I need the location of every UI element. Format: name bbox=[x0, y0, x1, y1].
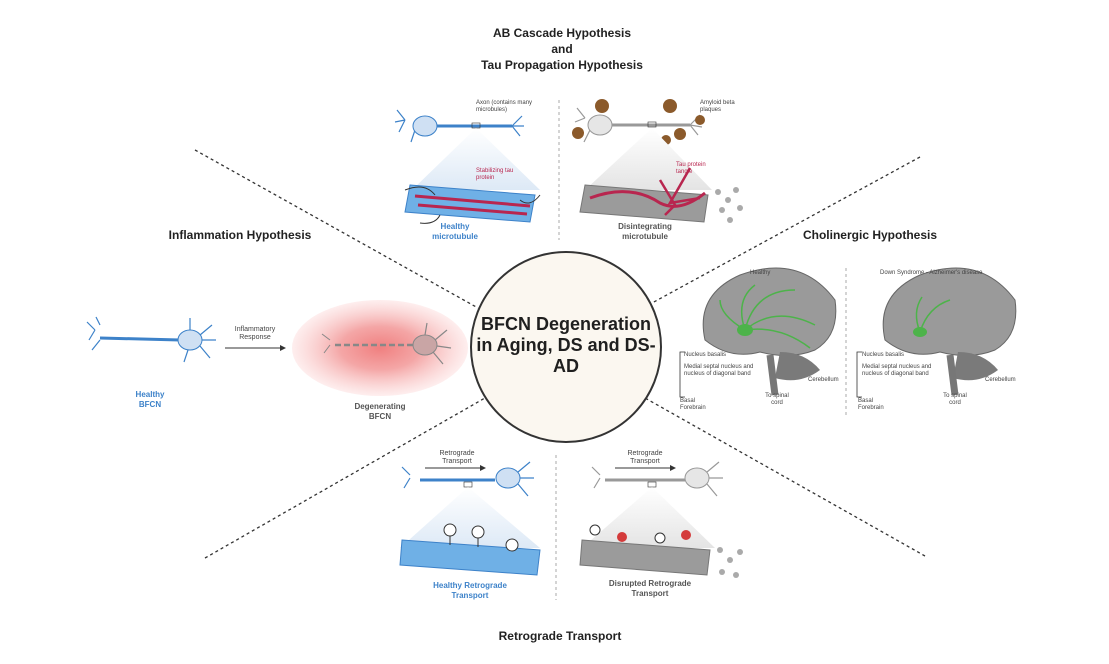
spinal-cord-label: To spinal cord bbox=[765, 393, 789, 406]
healthy-bfcn-caption: Healthy BFCN bbox=[135, 390, 165, 409]
divider-top-right bbox=[651, 156, 921, 304]
healthy-transport-microtubule bbox=[399, 523, 541, 576]
disintegrating-microtubule bbox=[579, 167, 743, 223]
degenerating-bfcn-neuron bbox=[321, 322, 452, 365]
retrograde-right-label: Retrograde Transport bbox=[627, 450, 663, 465]
healthy-microtubule bbox=[404, 184, 541, 224]
retrograde-left-label: Retrograde Transport bbox=[439, 450, 475, 465]
divider-top-left bbox=[194, 149, 479, 309]
ds-basal-forebrain-label: Basal Forebrain bbox=[858, 398, 884, 411]
tau-tangle-label: Tau protein tangle bbox=[676, 162, 706, 175]
zoom-cone-transport-healthy bbox=[400, 487, 540, 548]
amyloid-label: Amyloid beta plaques bbox=[700, 100, 735, 113]
degenerating-bfcn-caption: Degenerating BFCN bbox=[354, 402, 406, 421]
ds-ad-brain bbox=[882, 267, 1017, 396]
zoom-cone-diseased bbox=[585, 128, 712, 190]
disrupted-transport-neuron bbox=[591, 461, 723, 497]
disrupted-transport-microtubule bbox=[579, 524, 743, 578]
top-title-line2: and bbox=[551, 42, 573, 56]
disintegrating-microtubule-caption: Disintegrating microtubule bbox=[618, 222, 672, 241]
nucleus-basalis-label: Nucleus basalis bbox=[684, 352, 727, 358]
ds-cerebellum-label: Cerebellum bbox=[985, 377, 1016, 383]
right-section-title: Cholinergic Hypothesis bbox=[802, 228, 938, 242]
left-section-title: Inflammation Hypothesis bbox=[168, 228, 312, 242]
center-circle bbox=[470, 251, 662, 443]
healthy-neuron-top bbox=[394, 109, 524, 143]
diseased-neuron-top bbox=[574, 107, 703, 143]
inflammatory-response-label: Inflammatory Response bbox=[234, 326, 276, 341]
basal-forebrain-label: Basal Forebrain bbox=[680, 398, 706, 411]
bracket-healthy bbox=[679, 351, 685, 398]
top-title-line3: Tau Propagation Hypothesis bbox=[481, 58, 643, 72]
cerebellum-label: Cerebellum bbox=[808, 377, 839, 383]
inflammation-glow bbox=[292, 300, 468, 396]
zoom-cone-healthy bbox=[412, 128, 540, 190]
center-title: BFCN Degeneration in Aging, DS and DS-AD bbox=[476, 314, 656, 376]
medial-septal-label: Medial septal nucleus and nucleus of dia… bbox=[684, 364, 754, 377]
healthy-transport-neuron bbox=[401, 461, 534, 497]
healthy-brain-label: Healthy bbox=[750, 270, 771, 276]
stabilizing-tau-label: Stabilizing tau protein bbox=[476, 168, 514, 181]
bracket-ds bbox=[856, 351, 862, 398]
ds-spinal-cord-label: To spinal cord bbox=[943, 393, 967, 406]
healthy-bfcn-neuron bbox=[86, 316, 216, 363]
axon-label: Axon (contains many microbules) bbox=[476, 100, 533, 113]
healthy-brain bbox=[702, 267, 837, 396]
top-title-line1: AB Cascade Hypothesis bbox=[492, 26, 632, 40]
disrupted-transport-caption: Disrupted Retrograde Transport bbox=[608, 579, 692, 598]
ds-nucleus-basalis-label: Nucleus basalis bbox=[862, 352, 905, 358]
zoom-cone-transport-disrupted bbox=[582, 487, 715, 548]
healthy-transport-caption: Healthy Retrograde Transport bbox=[433, 581, 507, 600]
bottom-section-title: Retrograde Transport bbox=[498, 629, 622, 643]
healthy-microtubule-caption: Healthy microtubule bbox=[432, 222, 478, 241]
ds-ad-brain-label: Down Syndrome - Alzheimer's disease bbox=[880, 270, 983, 276]
ds-medial-septal-label: Medial septal nucleus and nucleus of dia… bbox=[862, 364, 932, 377]
